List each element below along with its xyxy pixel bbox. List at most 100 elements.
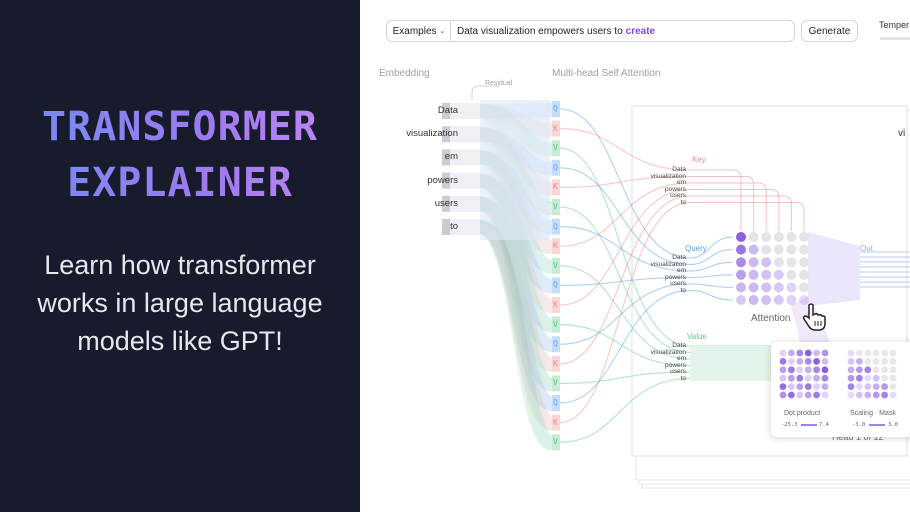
matrix-cell [796, 358, 804, 365]
qkv-vector [552, 199, 560, 215]
qkv-connection [559, 265, 691, 360]
key-line [690, 169, 742, 231]
attention-cell [786, 269, 797, 280]
generate-button[interactable]: Generate [801, 20, 858, 42]
token-label: em [444, 151, 458, 163]
qkv-letter: Q [553, 280, 558, 290]
matrix-cell [779, 391, 787, 399]
matrix-cell [872, 358, 880, 365]
matrix-cell [779, 366, 787, 374]
matrix-cell [889, 374, 897, 382]
matrix-cell [813, 383, 820, 390]
qkv-vector [552, 277, 560, 294]
matrix-cell [881, 366, 888, 374]
out-lines [860, 251, 910, 288]
matrix-cell [821, 383, 829, 390]
attention-cell [736, 282, 746, 293]
qkv-connection [559, 147, 691, 347]
qkv-connection [559, 167, 691, 266]
key-line [690, 176, 755, 231]
scale-min: -3.0 [852, 422, 866, 428]
qkv-connection [559, 195, 691, 365]
embedding-vector-body [450, 126, 480, 143]
qkv-letter: V [553, 143, 558, 153]
matrix-cell [813, 374, 820, 382]
prompt-highlight: create [625, 25, 656, 37]
matrix-cell [779, 383, 787, 390]
out-label: Out [860, 244, 873, 253]
matrix-cell [788, 391, 795, 399]
dot-scale-bar [801, 424, 817, 426]
matrix-grids [779, 349, 897, 426]
out-projection [808, 232, 860, 306]
key-line [690, 195, 792, 231]
matrix-cell [779, 374, 787, 382]
matrix-cell [881, 383, 888, 390]
matrix-cell [856, 374, 863, 382]
matrix-cell [847, 366, 855, 374]
matrix-cell [889, 391, 897, 399]
qkv-vector [552, 101, 560, 117]
matrix-cell [779, 349, 787, 357]
qkv-connection [559, 108, 691, 259]
key-line [690, 182, 767, 231]
chevron-down-icon: ⌄ [439, 28, 446, 35]
qkv-connection [559, 377, 691, 443]
attention-cell [786, 257, 797, 268]
qkv-connection [559, 188, 691, 306]
small-token-label: em [676, 355, 686, 362]
attention-flow-diagram [442, 85, 910, 489]
scale-mask-bar [869, 424, 885, 426]
small-token-label: em [676, 179, 686, 186]
small-token-label: visualization [650, 172, 686, 180]
temperature-slider[interactable] [880, 37, 910, 40]
attention-cell [799, 244, 809, 255]
qkv-vector [552, 120, 560, 137]
matrix-cell [804, 358, 812, 365]
qkv-letter: Q [553, 398, 558, 407]
cut-text: vi [898, 128, 906, 139]
qkv-vector [552, 238, 560, 255]
matrix-cell [889, 358, 897, 365]
key-line [690, 189, 780, 231]
dot-min: -25.3 [781, 422, 798, 428]
qkv-connection [559, 182, 691, 247]
qkv-connection [559, 175, 691, 188]
small-token-label: Data [672, 166, 686, 173]
qkv-vector [552, 218, 560, 235]
small-token-label: powers [665, 185, 686, 193]
matrix-cell [856, 366, 863, 374]
small-token-label: powers [665, 273, 686, 281]
embedding-vector [442, 103, 450, 119]
attention-cell [799, 295, 809, 305]
embedding-vector-body [450, 172, 480, 189]
qkv-vector [552, 395, 560, 411]
attention-cell [773, 269, 784, 280]
flow-bands [477, 100, 556, 451]
title-line-2: EXPLAINER [0, 160, 360, 206]
prompt-input[interactable]: Data visualization empowers users to cre… [450, 20, 795, 42]
examples-label: Examples [392, 25, 437, 37]
query-label: Query [685, 244, 707, 253]
examples-dropdown[interactable]: Examples ⌄ [386, 20, 451, 42]
qkv-vector [552, 434, 560, 451]
qkv-connection [559, 128, 691, 171]
small-token-label: visualization [650, 260, 686, 268]
qkv-letter: K [553, 417, 558, 427]
matrix-cell [864, 374, 872, 382]
attention-cell [736, 295, 746, 305]
matrix-cell [847, 349, 855, 357]
attention-cell [761, 295, 772, 305]
qkv-letter: Q [553, 104, 558, 113]
qkv-connection [559, 201, 691, 424]
matrix-cell [847, 383, 855, 390]
qkv-letter: Q [553, 339, 558, 349]
matrix-cell [788, 358, 795, 365]
small-token-label: powers [665, 361, 686, 369]
query-line [689, 274, 734, 278]
matrix-cell [821, 349, 829, 357]
matrix-cell [813, 391, 820, 399]
temperature-label: Temper [879, 20, 910, 30]
key-line [690, 202, 805, 231]
qkv-vector [552, 355, 560, 372]
